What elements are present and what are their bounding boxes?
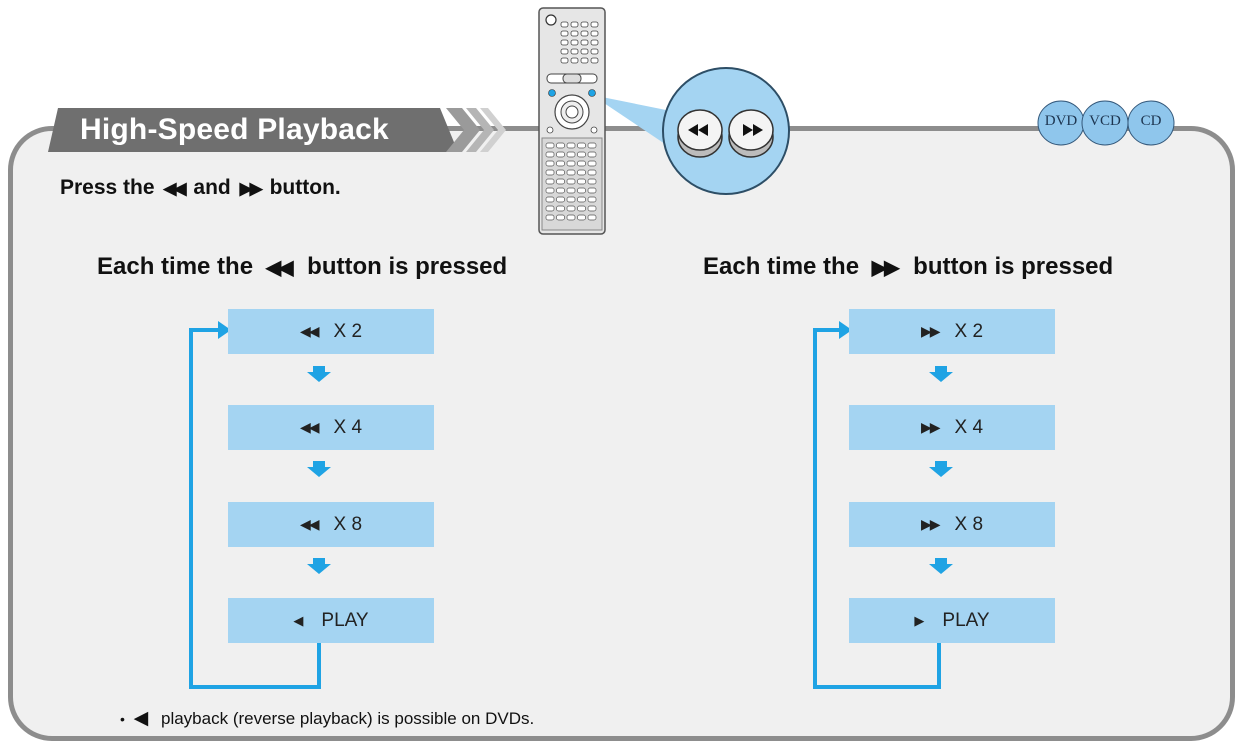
- fast-forward-step-play: ▶ PLAY: [849, 598, 1055, 643]
- step-label: X 4: [954, 416, 984, 438]
- instruction-prefix: Press the: [60, 176, 155, 199]
- fast-forward-step-x2: ▶▶ X 2: [849, 309, 1055, 354]
- fast-forward-step-x4: ▶▶ X 4: [849, 405, 1055, 450]
- page-title: High-Speed Playback: [80, 113, 389, 146]
- instruction-suffix: button.: [269, 176, 341, 199]
- fast-forward-icon: ▶▶: [239, 179, 263, 198]
- rewind-icon: ◀◀: [163, 179, 186, 198]
- fast-forward-icon: ▶▶: [920, 323, 940, 339]
- reverse-play-icon: ◀: [133, 708, 149, 729]
- bullet-icon: •: [120, 711, 125, 727]
- cd-badge: CD: [1126, 96, 1176, 146]
- fast-forward-icon: ▶▶: [920, 419, 940, 435]
- footnote-text: playback (reverse playback) is possible …: [161, 709, 535, 728]
- instruction-text: Press the ◀◀ and ▶▶ button.: [60, 176, 341, 200]
- vcd-badge-label: VCD: [1089, 112, 1121, 129]
- fast-forward-column-heading: Each time the ▶▶ button is pressed: [703, 253, 1113, 281]
- play-icon: ▶: [914, 612, 925, 628]
- step-label: PLAY: [942, 609, 990, 631]
- dvd-badge-label: DVD: [1044, 112, 1078, 129]
- step-label: PLAY: [321, 609, 369, 631]
- reverse-play-icon: ◀: [293, 612, 304, 628]
- rewind-icon: ◀◀: [299, 516, 319, 532]
- rewind-icon: ◀◀: [265, 257, 294, 279]
- dvd-badge: DVD: [1036, 96, 1086, 146]
- heading-suffix: button is pressed: [913, 253, 1114, 280]
- step-label: X 8: [954, 513, 984, 535]
- step-label: X 4: [333, 416, 363, 438]
- fast-forward-icon: ▶▶: [871, 257, 900, 279]
- fast-forward-step-x8: ▶▶ X 8: [849, 502, 1055, 547]
- rewind-icon: ◀◀: [299, 419, 319, 435]
- rewind-step-x2: ◀◀ X 2: [228, 309, 434, 354]
- instruction-middle: and: [193, 176, 231, 199]
- step-label: X 8: [333, 513, 363, 535]
- rewind-icon: ◀◀: [299, 323, 319, 339]
- step-label: X 2: [954, 320, 984, 342]
- rewind-step-x4: ◀◀ X 4: [228, 405, 434, 450]
- rewind-step-play: ◀ PLAY: [228, 598, 434, 643]
- rewind-column-heading: Each time the ◀◀ button is pressed: [97, 253, 507, 281]
- fast-forward-icon: ▶▶: [920, 516, 940, 532]
- title-tab-shape: [48, 108, 506, 152]
- heading-prefix: Each time the: [703, 253, 860, 280]
- heading-suffix: button is pressed: [307, 253, 508, 280]
- vcd-badge: VCD: [1080, 96, 1130, 146]
- footnote: • ◀ playback (reverse playback) is possi…: [120, 707, 534, 730]
- cd-badge-label: CD: [1140, 112, 1162, 129]
- step-label: X 2: [333, 320, 363, 342]
- rewind-step-x8: ◀◀ X 8: [228, 502, 434, 547]
- heading-prefix: Each time the: [97, 253, 254, 280]
